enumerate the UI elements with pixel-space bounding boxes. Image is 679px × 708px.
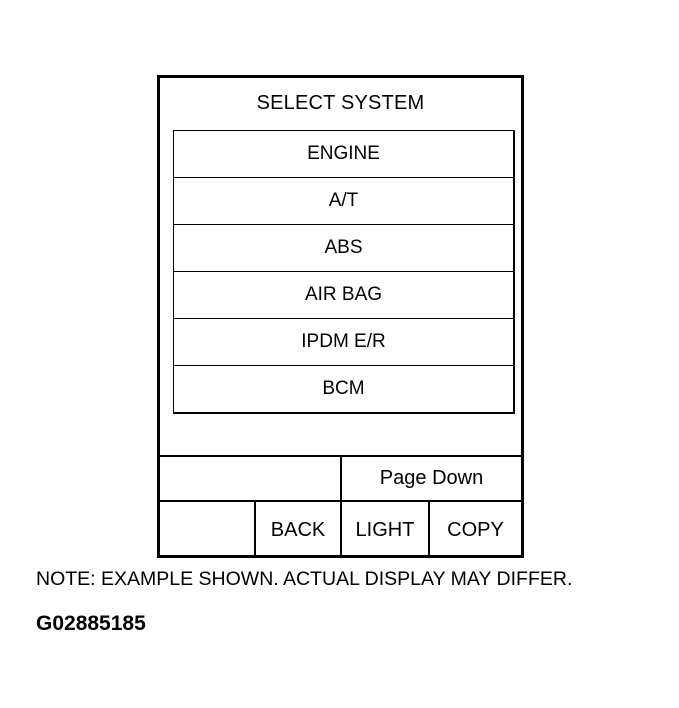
page-down-button[interactable]: Page Down	[340, 457, 521, 500]
button-row-top: Page Down	[160, 455, 521, 500]
system-item-bcm[interactable]: BCM	[322, 378, 365, 399]
system-item-abs[interactable]: ABS	[174, 225, 513, 272]
button-row-bottom: BACK LIGHT COPY	[160, 500, 521, 558]
empty-cell	[160, 457, 340, 500]
display-note: NOTE: EXAMPLE SHOWN. ACTUAL DISPLAY MAY …	[36, 568, 573, 590]
copy-button[interactable]: COPY	[428, 502, 521, 558]
system-list: ENGINE A/T ABS AIR BAG IPDM E/R BCM	[173, 130, 515, 414]
back-button[interactable]: BACK	[254, 502, 340, 558]
system-item-air-bag[interactable]: AIR BAG	[174, 272, 513, 319]
system-item-at[interactable]: A/T	[174, 178, 513, 225]
consult-display: SELECT SYSTEM ENGINE A/T ABS AIR BAG IPD…	[157, 75, 524, 558]
system-item-engine[interactable]: ENGINE	[174, 131, 513, 178]
screen-title: SELECT SYSTEM	[256, 92, 425, 114]
system-item-ipdm-er[interactable]: IPDM E/R	[174, 319, 513, 366]
light-button[interactable]: LIGHT	[340, 502, 428, 558]
figure-id: G02885185	[36, 612, 146, 635]
empty-cell	[160, 502, 254, 558]
